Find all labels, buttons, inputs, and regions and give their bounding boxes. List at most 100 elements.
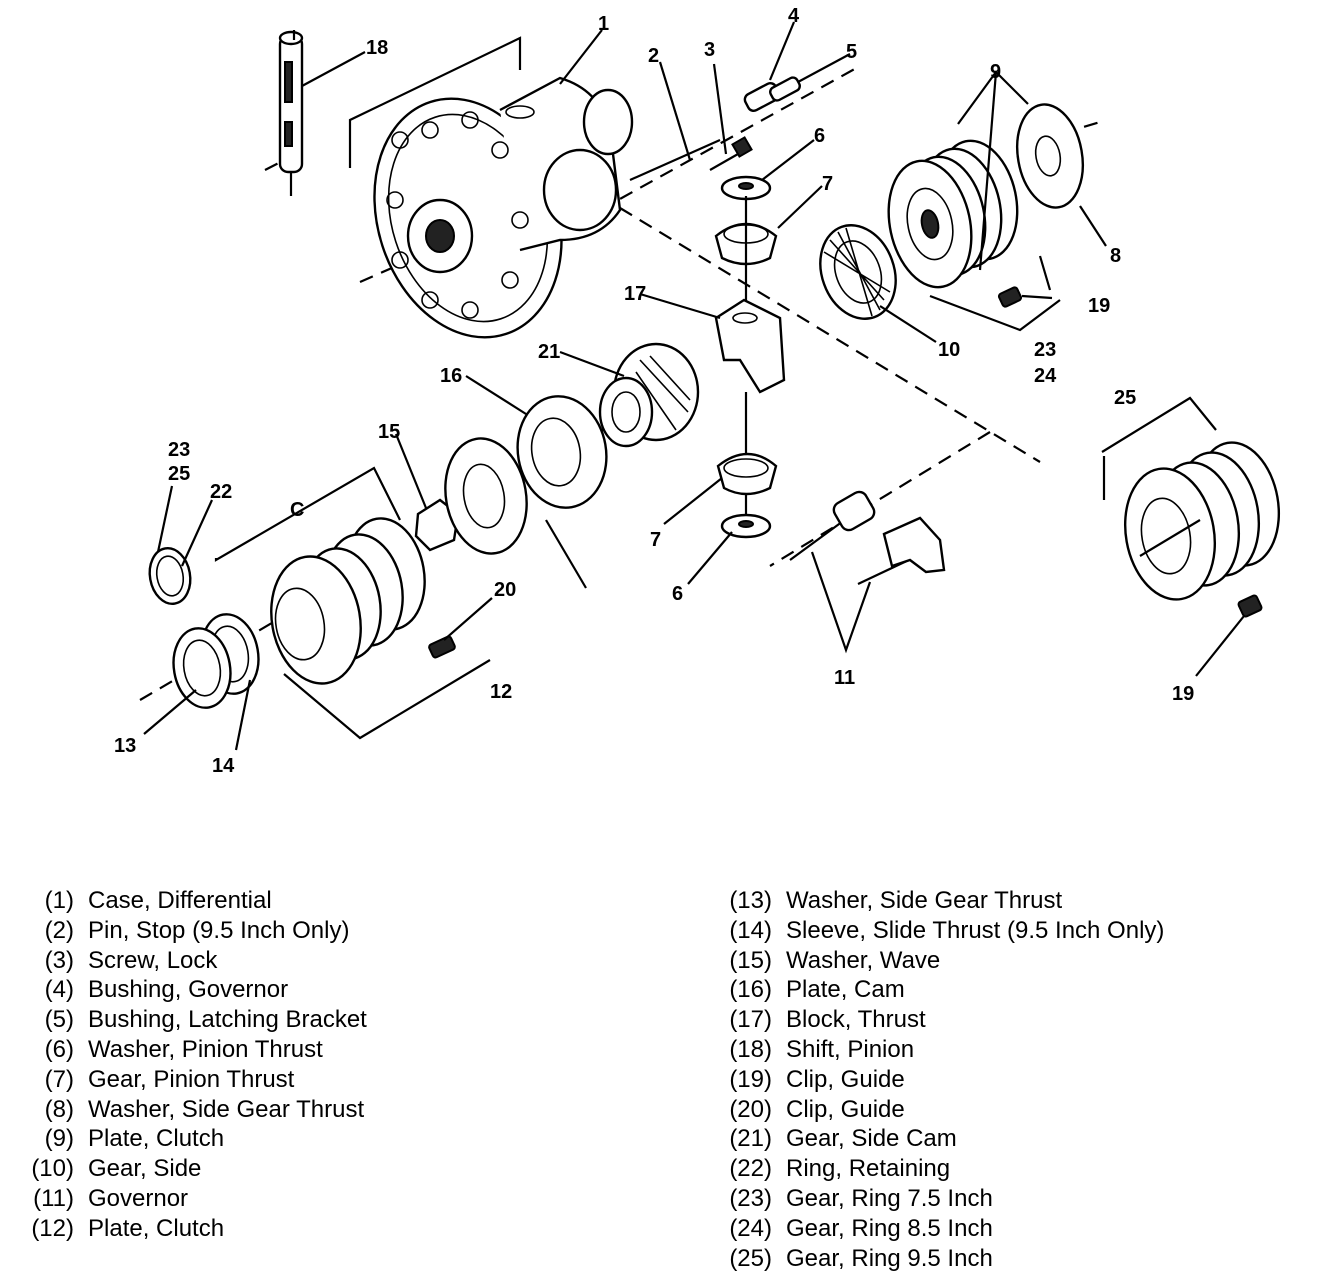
legend-item: (9)Plate, Clutch [22, 1124, 367, 1154]
part-lock-screw [709, 136, 753, 171]
legend-item-label: Shift, Pinion [786, 1035, 915, 1063]
legend-item-label: Gear, Ring 8.5 Inch [786, 1214, 993, 1242]
part-differential-case [373, 76, 634, 339]
legend-item-number: (16) [729, 976, 772, 1004]
legend-item-number: (12) [31, 1214, 74, 1242]
part-latching-bracket-bushing [769, 76, 801, 102]
legend-item: (25)Gear, Ring 9.5 Inch [722, 1244, 1164, 1274]
part-pinion-gear-upper [714, 196, 778, 320]
callout-13: 13 [114, 735, 136, 757]
parts-legend-right: (13) Washer, Side Gear Thrust(14)Sleeve, … [722, 886, 1164, 1273]
legend-item-number: (24) [729, 1214, 772, 1242]
parts-legend-left: (1)Case, Differential(2) Pin, Stop (9.5 I… [22, 886, 367, 1244]
part-shift-pinion [278, 30, 304, 196]
callout-21: 21 [538, 341, 560, 363]
callout-8: 8 [1110, 245, 1121, 267]
legend-item-label: Pin, Stop (9.5 Inch Only) [88, 916, 350, 944]
callout-11: 11 [834, 667, 855, 689]
part-cam-plate [516, 395, 608, 509]
legend-item-label: Gear, Side Cam [786, 1125, 957, 1153]
legend-item-number: (1) [44, 887, 74, 914]
legend-item: (19) Clip, Guide [722, 1065, 1164, 1095]
exploded-view-diagram: 18 1 2 3 4 5 6 7 9 8 19 10 23 24 17 21 1… [114, 5, 1281, 777]
legend-item-label: Washer, Side Gear Thrust [786, 887, 1063, 914]
legend-item-number: (21) [729, 1125, 772, 1153]
legend-item-number: (7) [44, 1065, 74, 1093]
legend-item: (8)Washer, Side Gear Thrust [22, 1095, 367, 1125]
callout-17: 17 [624, 283, 646, 305]
part-side-cam-gear [598, 342, 700, 448]
legend-item-number: (18) [729, 1035, 772, 1063]
callout-22: 22 [210, 481, 232, 503]
callout-9: 9 [990, 61, 1001, 83]
legend-item-label: Ring, Retaining [786, 1155, 951, 1183]
part-stop-pin [629, 138, 721, 182]
callout-6-lower: 6 [672, 583, 683, 605]
callout-25-right: 25 [1114, 387, 1136, 409]
legend-item-label: Bushing, Latching Bracket [88, 1006, 367, 1034]
legend-item-number: (17) [729, 1006, 772, 1034]
legend-item: (17) Block, Thrust [722, 1005, 1164, 1035]
legend-item-number: (10) [31, 1155, 74, 1183]
legend-item: (7) Gear, Pinion Thrust [22, 1065, 367, 1095]
callout-12: 12 [490, 681, 512, 703]
legend-item: (18) Shift, Pinion [722, 1035, 1164, 1065]
callout-5: 5 [846, 41, 857, 63]
part-side-gear-thrust-washer [1016, 103, 1084, 209]
legend-item-number: (15) [729, 946, 772, 974]
legend-item-label: Gear, Pinion Thrust [88, 1065, 295, 1093]
legend-item-number: (13) [729, 887, 772, 914]
legend-item: (2) Pin, Stop (9.5 Inch Only) [22, 916, 367, 946]
legend-item-label: Bushing, Governor [88, 976, 289, 1004]
legend-item-number: (20) [729, 1095, 772, 1123]
part-pinion-thrust-washer-lower [720, 513, 772, 539]
part-pinion-gear-lower [716, 392, 778, 520]
callout-3: 3 [704, 39, 715, 61]
legend-item: (14)Sleeve, Slide Thrust (9.5 Inch Only) [722, 916, 1164, 946]
callout-numbers: 18 1 2 3 4 5 6 7 9 8 19 10 23 24 17 21 1… [114, 5, 1194, 777]
legend-item-number: (19) [729, 1065, 772, 1093]
legend-item-number: (8) [44, 1095, 74, 1123]
legend-item-number: (22) [729, 1155, 772, 1183]
legend-item-number: (6) [44, 1035, 74, 1063]
callout-20: 20 [494, 579, 516, 601]
legend-item-number: (11) [33, 1184, 74, 1212]
callout-7-upper: 7 [822, 173, 833, 195]
legend-item-label: Screw, Lock [88, 946, 218, 974]
legend-item: (1)Case, Differential [22, 886, 367, 916]
legend-item-label: Plate, Clutch [88, 1214, 225, 1242]
legend-item: (5) Bushing, Latching Bracket [22, 1005, 367, 1035]
leader-lines [143, 21, 1245, 751]
callout-2: 2 [648, 45, 659, 67]
part-clutch-pack-c [270, 437, 528, 685]
legend-item-number: (14) [729, 916, 772, 944]
callout-23-lower: 23 [168, 439, 190, 461]
part-side-gear-thrust-washer-lower [172, 627, 232, 709]
part-governor [789, 490, 946, 585]
part-guide-clip-upper [997, 286, 1023, 308]
legend-item: (15)Washer, Wave [722, 946, 1164, 976]
callout-19-upper: 19 [1088, 295, 1110, 317]
callout-23-upper: 23 [1034, 339, 1056, 361]
callout-15: 15 [378, 421, 400, 443]
legend-item: (22) Ring, Retaining [722, 1154, 1164, 1184]
legend-item: (4)Bushing, Governor [22, 975, 367, 1005]
legend-item-label: Clip, Guide [786, 1095, 905, 1123]
callout-7-lower: 7 [650, 529, 661, 551]
legend-item-label: Clip, Guide [786, 1065, 905, 1093]
callout-1: 1 [598, 13, 609, 35]
legend-item-number: (5) [44, 1006, 74, 1034]
part-side-gear [819, 224, 897, 320]
part-clutch-plates-upper [887, 139, 1019, 289]
callout-c: C [290, 499, 304, 521]
legend-item: (10)Gear, Side [22, 1154, 367, 1184]
legend-item-number: (3) [44, 946, 74, 974]
legend-item-number: (2) [44, 916, 74, 944]
legend-item: (20) Clip, Guide [722, 1095, 1164, 1125]
callout-14: 14 [212, 755, 235, 777]
legend-item: (21) Gear, Side Cam [722, 1124, 1164, 1154]
legend-item-label: Governor [88, 1184, 189, 1212]
legend-item: (23)Gear, Ring 7.5 Inch [722, 1184, 1164, 1214]
legend-item-label: Block, Thrust [786, 1006, 926, 1034]
callout-10: 10 [938, 339, 960, 361]
